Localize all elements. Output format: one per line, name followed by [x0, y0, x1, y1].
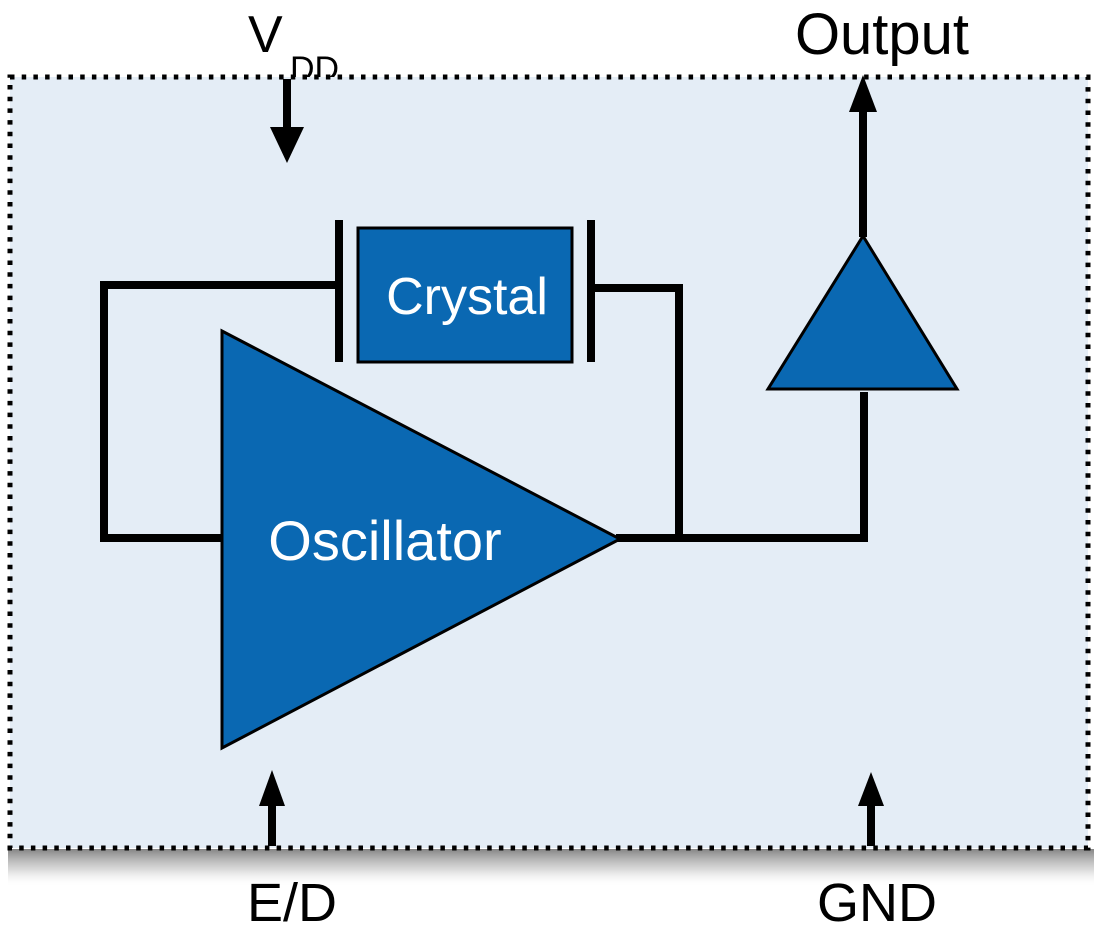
oscillator-label: Oscillator — [268, 509, 501, 572]
output-label: Output — [795, 2, 969, 67]
output-arrow-up-icon — [849, 75, 877, 112]
ic-body-shadow — [8, 849, 1094, 887]
ic-boundary-box — [7, 74, 1091, 851]
output-buffer-block — [765, 233, 960, 391]
crystal-output-wire — [591, 284, 683, 538]
oscillator-block — [220, 328, 624, 751]
ground-label: GND — [817, 873, 937, 933]
ground-arrow-up-icon — [858, 772, 884, 806]
vdd-label: V — [248, 6, 283, 64]
enable-disable-label: E/D — [247, 873, 337, 933]
crystal-label: Crystal — [386, 268, 548, 326]
vdd-arrow-down-icon — [270, 127, 304, 163]
feedback-wire-left — [100, 281, 339, 542]
crystal-block — [356, 226, 574, 364]
enable-arrow-up-icon — [259, 770, 285, 806]
oscillator-output-wire — [616, 392, 868, 542]
